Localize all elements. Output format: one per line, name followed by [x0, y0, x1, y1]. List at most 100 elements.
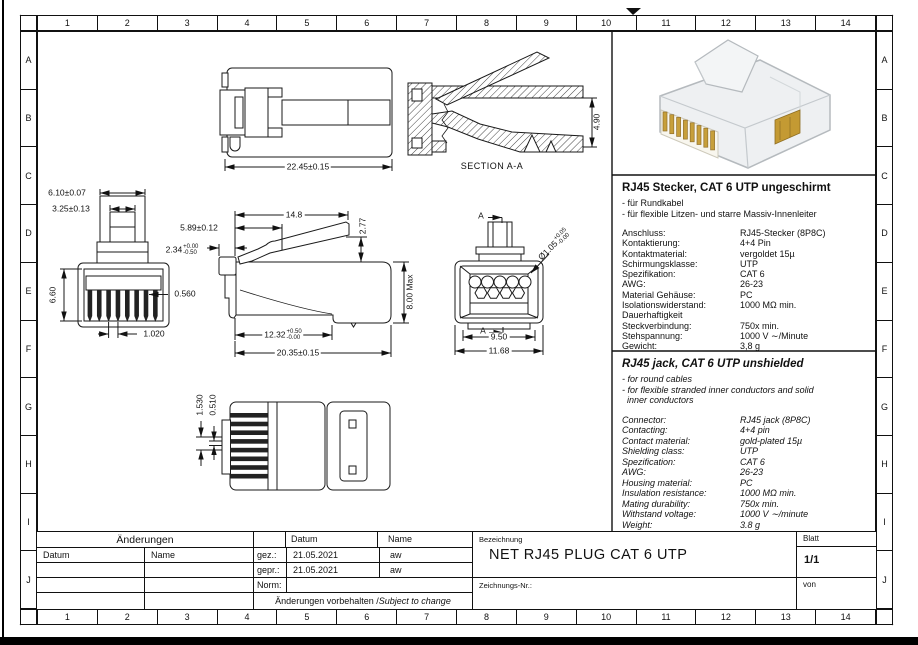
- spec-row: Spezifikation: CAT 6: [622, 269, 866, 279]
- dim-overall-side: 22.45±0.15: [284, 161, 332, 172]
- approval-row-name: aw: [390, 565, 402, 575]
- frame-column-label: 5: [276, 16, 336, 30]
- view-section: [407, 51, 597, 156]
- dim-latch-start: 5.89±0.12: [180, 222, 218, 233]
- approval-row-label: gepr.:: [254, 563, 287, 577]
- dim-section-height: 4.90: [591, 113, 602, 131]
- frame-column-label: 6: [336, 16, 396, 30]
- frame-column-label: 6: [336, 610, 396, 624]
- view-rear: [454, 214, 550, 355]
- specs-english-title: RJ45 jack, CAT 6 UTP unshielded: [622, 358, 804, 370]
- frame-column-label: 10: [575, 610, 636, 624]
- designation-label: Bezeichnung: [479, 535, 523, 544]
- spec-value: 4+4 Pin: [740, 238, 771, 249]
- scan-edge-left: [2, 0, 4, 637]
- spec-label: Housing material:: [622, 477, 693, 488]
- dim-latch-rise: 2.77: [357, 217, 368, 235]
- spec-row: Schirmungsklasse: UTP: [622, 259, 866, 269]
- spec-row: Spezification: CAT 6: [622, 457, 866, 468]
- designation-value: NET RJ45 PLUG CAT 6 UTP: [489, 547, 688, 563]
- approval-row-name: aw: [390, 550, 402, 560]
- spec-label: Spezification:: [622, 456, 676, 467]
- dim-overall-length: 20.35±0.15: [274, 347, 322, 358]
- spec-value: 26-23: [740, 467, 764, 477]
- spec-value: UTP: [740, 446, 758, 456]
- spec-label: Mating durability:: [622, 498, 691, 509]
- approval-row-name: [380, 578, 472, 592]
- subject-to-change-note: Änderungen vorbehalten / Subject to chan…: [275, 596, 451, 606]
- spec-panel-borders: [611, 31, 876, 531]
- frame-row-label: E: [877, 261, 892, 320]
- cut-label-bottom: A: [480, 325, 486, 336]
- spec-row: Insulation resistance: 1000 MΩ min.: [622, 488, 866, 499]
- designation-section: Bezeichnung NET RJ45 PLUG CAT 6 UTP Zeic…: [473, 532, 797, 609]
- changes-header: Änderungen: [37, 532, 253, 548]
- spec-row: Gewicht: 3,8 g: [622, 341, 866, 351]
- frame-column-label: 14: [815, 610, 875, 624]
- spec-row: Material Gehäuse: PC: [622, 290, 866, 300]
- spec-label: Kontaktierung:: [622, 238, 681, 249]
- approval-col-name: Name: [388, 534, 413, 544]
- spec-row: Connector: RJ45 jack (8P8C): [622, 415, 866, 426]
- frame-column-label: 14: [815, 16, 875, 30]
- frame-column-label: 4: [216, 16, 277, 30]
- spec-row: Shielding class: UTP: [622, 446, 866, 457]
- dim-slot-width: 0.510: [207, 394, 218, 416]
- contact-pins: [87, 290, 158, 322]
- specs-german: RJ45 Stecker, CAT 6 UTP ungeschirmt - fü…: [612, 175, 876, 351]
- frame-column-label: 13: [755, 16, 815, 30]
- frame-column-label: 9: [515, 610, 576, 624]
- spec-value: 1000 MΩ min.: [740, 300, 797, 311]
- dim-contact-pitch: 1.020: [143, 328, 165, 339]
- revision-box: [253, 531, 286, 548]
- frame-row-label: B: [877, 88, 892, 147]
- spec-panel: RJ45 Stecker, CAT 6 UTP ungeschirmt - fü…: [612, 31, 876, 531]
- spec-label: Steckverbindung:: [622, 320, 692, 331]
- view-side: [219, 67, 393, 171]
- spec-row: AWG: 26-23: [622, 279, 866, 289]
- spec-row: Weight: 3.8 g: [622, 520, 866, 531]
- frame-corner-tr: [876, 15, 893, 31]
- changes-table: Änderungen Datum Name: [37, 532, 254, 609]
- spec-label: Gewicht:: [622, 341, 658, 352]
- scan-edge-bottom: [0, 637, 918, 645]
- spec-label: Contacting:: [622, 425, 668, 435]
- gold-contact-block: [774, 109, 801, 145]
- frame-corner-bl: [20, 609, 37, 625]
- sheet-section: Blatt 1/1 von: [797, 532, 876, 609]
- frame-column-label: 9: [515, 16, 576, 30]
- approval-row-label: Norm:: [254, 578, 287, 592]
- frame-row-label: J: [21, 550, 36, 608]
- spec-row: Anschluss: RJ45-Stecker (8P8C): [622, 228, 866, 238]
- specs-english-bullet: inner conductors: [622, 395, 694, 405]
- spec-value: 4+4 pin: [740, 425, 770, 435]
- frame-column-label: 8: [456, 16, 516, 30]
- specs-german-bullet: - für flexible Litzen- und starre Massiv…: [622, 208, 817, 219]
- spec-label: Stehspannung:: [622, 330, 683, 341]
- spec-row: Stehspannung: 1000 V ∼/Minute: [622, 331, 866, 341]
- dim-rear-inner-width: 9.50: [488, 331, 510, 342]
- specs-german-bullet: - für Rundkabel: [622, 198, 684, 208]
- sheet-of-label: von: [803, 580, 816, 589]
- frame-column-label: 8: [456, 610, 516, 624]
- specs-english-bullet: - for round cables: [622, 374, 693, 384]
- spec-row: Contacting: 4+4 pin: [622, 425, 866, 436]
- spec-value: 3,8 g: [740, 341, 761, 352]
- spec-value: 750x min.: [740, 498, 780, 509]
- frame-row-label: A: [881, 55, 888, 66]
- spec-label: Spezifikation:: [622, 269, 676, 280]
- spec-row: AWG: 26-23: [622, 467, 866, 478]
- spec-value: 1000 V ∼/Minute: [740, 330, 809, 341]
- frame-column-label: 3: [156, 16, 217, 30]
- spec-label: AWG:: [622, 279, 646, 290]
- dim-rear-width: 11.68: [486, 345, 512, 356]
- approval-rows: gez.: 21.05.2021 aw gepr.: 21.05.2021 aw…: [254, 548, 472, 593]
- spec-label: Connector:: [622, 414, 667, 425]
- dim-slot-pitch: 1.530: [194, 394, 205, 416]
